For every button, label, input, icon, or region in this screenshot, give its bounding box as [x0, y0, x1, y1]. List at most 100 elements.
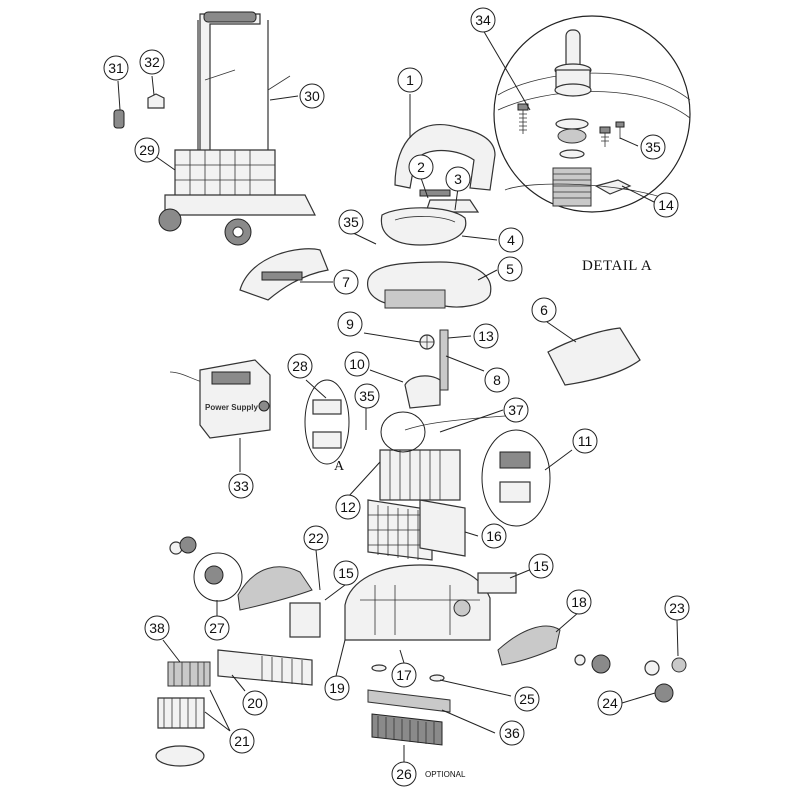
svg-text:11: 11 — [578, 433, 593, 449]
svg-text:35: 35 — [343, 214, 359, 230]
svg-text:35: 35 — [359, 388, 375, 404]
callout-34: 34 — [470, 7, 496, 33]
callout-31: 31 — [103, 55, 129, 81]
svg-text:5: 5 — [506, 261, 514, 277]
gears-wheels — [169, 536, 687, 703]
svg-text:33: 33 — [233, 478, 249, 494]
callout-2: 2 — [408, 154, 434, 180]
callout-17: 17 — [391, 662, 417, 688]
svg-text:23: 23 — [669, 600, 685, 616]
callout-24: 24 — [597, 690, 623, 716]
callout-7: 7 — [333, 269, 359, 295]
svg-text:22: 22 — [308, 530, 324, 546]
callout-35c: 35 — [354, 383, 380, 409]
callout-30: 30 — [299, 83, 325, 109]
svg-text:10: 10 — [349, 356, 365, 372]
callout-18: 18 — [566, 589, 592, 615]
callout-16: 16 — [481, 523, 507, 549]
callout-14: 14 — [653, 192, 679, 218]
svg-text:16: 16 — [486, 528, 502, 544]
callout-21: 21 — [229, 728, 255, 754]
svg-text:27: 27 — [209, 620, 225, 636]
body-cover — [239, 248, 641, 386]
svg-text:14: 14 — [658, 197, 674, 213]
callout-11: 11 — [572, 428, 598, 454]
callout-6: 6 — [531, 297, 557, 323]
spring-icon — [552, 167, 592, 207]
callout-25: 25 — [514, 686, 540, 712]
callout-4: 4 — [498, 227, 524, 253]
drive-tracks — [237, 566, 561, 666]
callout-37: 37 — [503, 397, 529, 423]
bottom-plates — [367, 664, 451, 746]
screw-icon — [517, 103, 529, 134]
callout-27: 27 — [204, 615, 230, 641]
svg-text:12: 12 — [340, 499, 356, 515]
svg-text:19: 19 — [329, 680, 345, 696]
svg-text:32: 32 — [144, 54, 160, 70]
svg-text:4: 4 — [507, 232, 515, 248]
svg-text:29: 29 — [139, 142, 155, 158]
svg-text:31: 31 — [108, 60, 124, 76]
svg-text:1: 1 — [406, 72, 414, 88]
callout-15b: 15 — [528, 553, 554, 579]
clip-part — [113, 93, 165, 129]
svg-text:7: 7 — [342, 274, 350, 290]
callout-32: 32 — [139, 49, 165, 75]
callout-26: 26 — [391, 761, 417, 787]
detail-a-reference: A — [334, 459, 345, 474]
callout-3: 3 — [445, 166, 471, 192]
svg-text:37: 37 — [508, 402, 524, 418]
svg-text:25: 25 — [519, 691, 535, 707]
svg-text:24: 24 — [602, 695, 618, 711]
svg-text:34: 34 — [475, 12, 491, 28]
callout-35a: 35 — [640, 134, 666, 160]
optional-note: OPTIONAL — [425, 770, 466, 779]
svg-text:15: 15 — [338, 565, 354, 581]
svg-text:3: 3 — [454, 171, 462, 187]
svg-text:38: 38 — [149, 620, 165, 636]
svg-text:20: 20 — [247, 695, 263, 711]
callout-22: 22 — [303, 525, 329, 551]
svg-text:17: 17 — [396, 667, 412, 683]
callout-20: 20 — [242, 690, 268, 716]
svg-text:6: 6 — [540, 302, 548, 318]
filter-inset — [481, 429, 551, 527]
callout-23: 23 — [664, 595, 690, 621]
callout-33: 33 — [228, 473, 254, 499]
chassis — [344, 564, 517, 641]
caddy-cart — [158, 11, 316, 246]
callout-12: 12 — [335, 494, 361, 520]
svg-text:8: 8 — [493, 372, 501, 388]
screw-icon — [599, 121, 625, 147]
callout-5: 5 — [497, 256, 523, 282]
callout-15a: 15 — [333, 560, 359, 586]
motor-unit: A — [304, 379, 461, 501]
brushes — [155, 649, 313, 767]
detail-a-title: DETAIL A — [582, 258, 652, 274]
svg-text:18: 18 — [571, 594, 587, 610]
callout-28: 28 — [287, 353, 313, 379]
callout-35b: 35 — [338, 209, 364, 235]
top-handle-assembly — [380, 123, 496, 246]
filter-panels — [367, 499, 466, 561]
power-supply-label: Power Supply — [205, 403, 258, 412]
callout-9: 9 — [337, 311, 363, 337]
svg-text:28: 28 — [292, 358, 308, 374]
callout-8: 8 — [484, 367, 510, 393]
svg-text:30: 30 — [304, 88, 320, 104]
callout-36: 36 — [499, 720, 525, 746]
svg-text:15: 15 — [533, 558, 549, 574]
callout-19: 19 — [324, 675, 350, 701]
callout-1: 1 — [397, 67, 423, 93]
svg-text:13: 13 — [478, 328, 494, 344]
detail-a-view — [493, 15, 691, 213]
power-supply: Power Supply — [169, 359, 271, 439]
callout-29: 29 — [134, 137, 160, 163]
callout-13: 13 — [473, 323, 499, 349]
svg-text:9: 9 — [346, 316, 354, 332]
svg-text:35: 35 — [645, 139, 661, 155]
callout-10: 10 — [344, 351, 370, 377]
svg-text:21: 21 — [234, 733, 250, 749]
